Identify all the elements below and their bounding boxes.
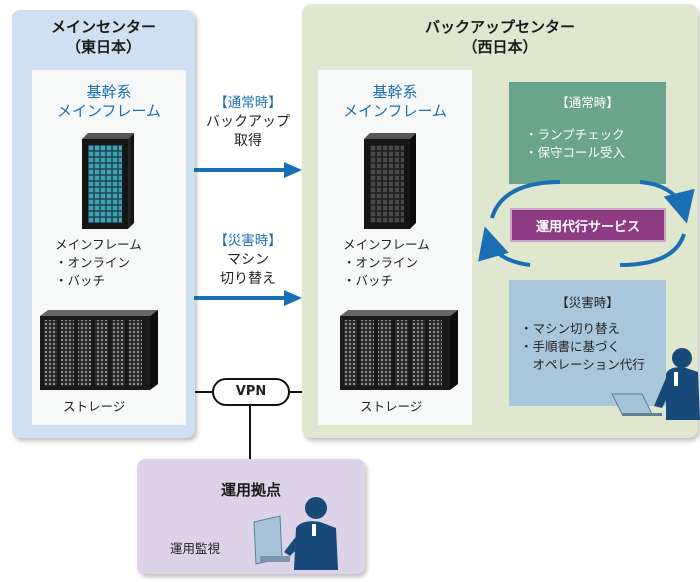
backup-center-title: バックアップセンター （西日本） [424,18,575,56]
main-system-heading: 基幹系 メインフレーム [56,83,162,120]
operator-monitor-icon [253,497,338,570]
backup-mainframe-list: メインフレーム ・オンライン ・バッチ [343,237,430,288]
vpn-label: VPN [235,384,267,399]
main-mainframe-list: メインフレーム ・オンライン ・バッチ [55,237,142,288]
flow-normal-arrow [194,162,302,178]
ops-site-title: 運用拠点 [220,481,281,499]
operation-service-badge [510,208,666,242]
main-mainframe-server-icon [82,133,134,229]
flow-normal-label: 【通常時】 バックアップ 取得 [206,95,290,149]
flow-disaster-arrow [194,290,302,306]
cycle-arrows [478,180,695,267]
backup-mainframe-server-icon [364,133,416,229]
vpn-badge [212,378,290,406]
service-normal-box [509,82,666,184]
ops-site-monitor-label: 運用監視 [170,541,221,556]
service-disaster-tag: 【災害時】 [556,295,619,310]
service-normal-items: ・ランプチェック ・保守コール受入 [525,127,626,160]
main-storage-label: ストレージ [63,399,126,414]
backup-storage-icon [340,310,458,390]
service-normal-tag: 【通常時】 [556,95,619,110]
backup-system-heading: 基幹系 メインフレーム [342,83,448,120]
service-disaster-box [509,280,666,406]
main-center-title: メインセンター （東日本） [50,18,156,56]
flow-disaster-label: 【災害時】 マシン 切り替え [214,233,282,287]
backup-storage-label: ストレージ [360,399,423,414]
operator-laptop-icon [611,348,700,420]
main-storage-icon [40,310,158,390]
service-disaster-items: ・マシン切り替え ・手順書に基づく オペレーション代行 [520,321,645,372]
operation-service-label: 運用代行サービス [535,220,640,235]
